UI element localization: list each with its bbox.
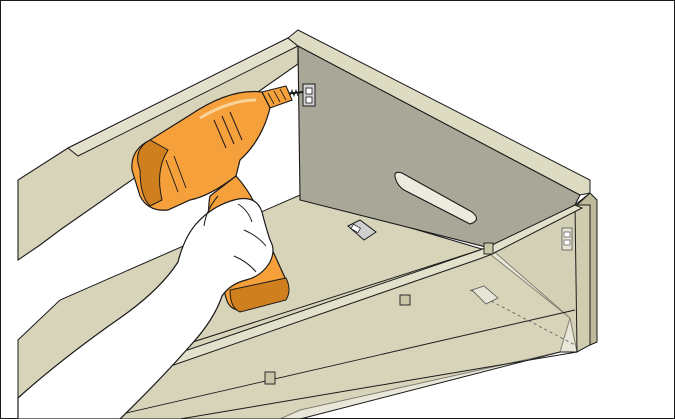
finger-line-3: [233, 255, 257, 273]
front-edge-notch-1: [264, 371, 276, 385]
hand: [17, 197, 274, 419]
thumb-line: [203, 195, 219, 227]
connector-right-panel: [561, 227, 573, 251]
connector-hidden: [471, 285, 499, 305]
front-panel-inner-line: [99, 309, 576, 419]
connector-floor: [347, 219, 377, 241]
finger-line-1: [237, 203, 253, 223]
handle-slot: [394, 171, 478, 225]
front-edge-notch-3: [483, 242, 494, 255]
finger-line-2: [243, 229, 267, 247]
right-end-panel-edge: [575, 192, 598, 346]
front-panel-bottom-line: [179, 351, 578, 419]
front-edge-notch-2: [399, 294, 411, 306]
connector-back-top: [302, 83, 316, 107]
